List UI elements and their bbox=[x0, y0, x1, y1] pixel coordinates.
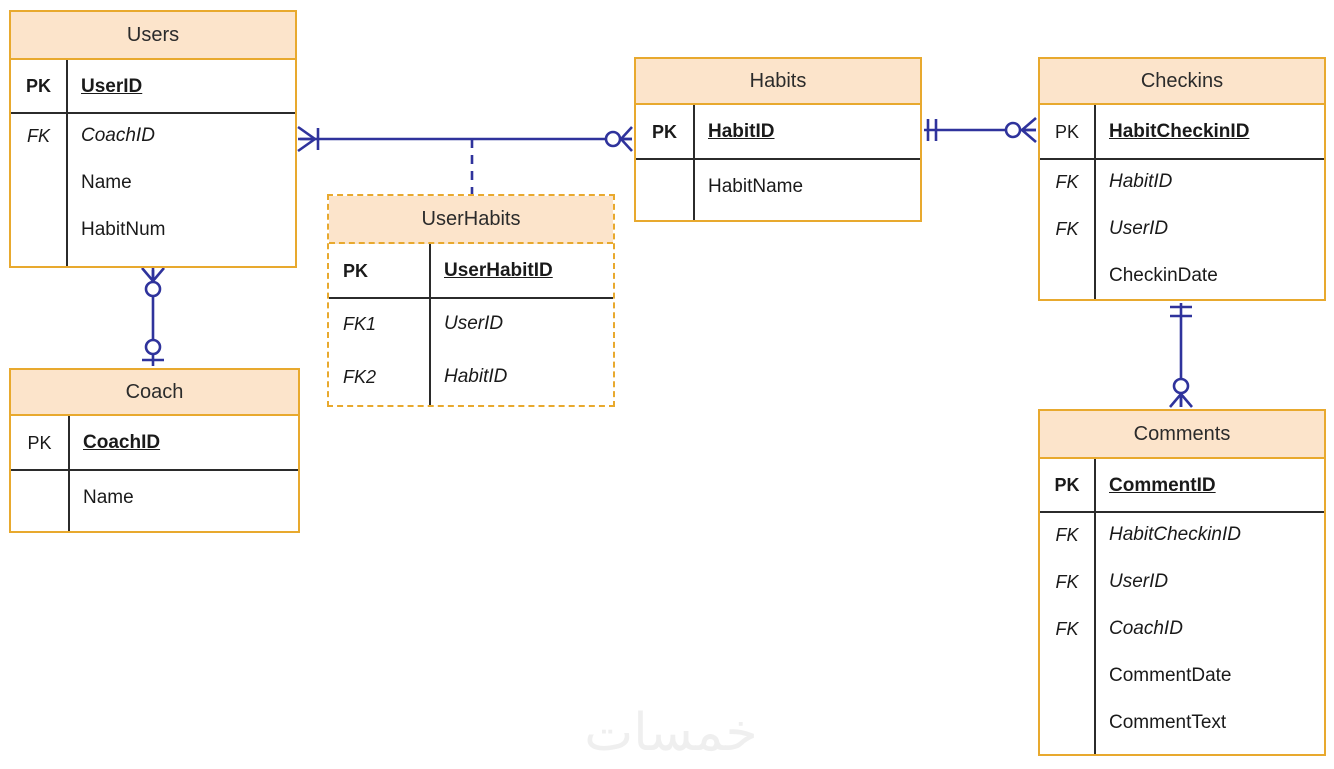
entity-users[interactable]: Users PK UserID FK CoachID Name HabitNum bbox=[9, 10, 297, 268]
key-separator bbox=[329, 297, 613, 299]
entity-userhabits[interactable]: UserHabits PK UserHabitID FK1 UserID FK2… bbox=[327, 194, 615, 407]
table-row[interactable]: HabitName bbox=[636, 158, 920, 214]
row-key: PK bbox=[1054, 121, 1079, 142]
table-row[interactable]: FK UserID bbox=[1040, 558, 1324, 605]
table-row[interactable]: FK UserID bbox=[1040, 205, 1324, 252]
row-attribute: HabitID bbox=[708, 121, 775, 142]
entity-title-checkins: Checkins bbox=[1040, 59, 1324, 105]
table-row[interactable]: PK HabitCheckinID bbox=[1040, 105, 1324, 158]
row-key: FK1 bbox=[343, 313, 377, 334]
row-key: PK bbox=[651, 121, 677, 142]
key-separator bbox=[11, 469, 298, 471]
cardinality-zero-or-one-coach bbox=[142, 338, 164, 362]
key-separator bbox=[1040, 158, 1324, 160]
key-separator bbox=[636, 158, 920, 160]
row-attribute: CoachID bbox=[83, 432, 161, 453]
entity-body-userhabits: PK UserHabitID FK1 UserID FK2 HabitID bbox=[329, 244, 613, 405]
table-row[interactable]: PK CommentID bbox=[1040, 459, 1324, 511]
row-attribute: HabitNum bbox=[81, 219, 166, 240]
relationship-habits-checkins bbox=[924, 117, 1037, 143]
row-attribute: CommentID bbox=[1109, 474, 1216, 496]
cardinality-zero-or-many-comments bbox=[1169, 377, 1193, 408]
entity-habits[interactable]: Habits PK HabitID HabitName bbox=[634, 57, 922, 222]
table-row[interactable]: PK UserID bbox=[11, 60, 295, 112]
row-attribute: CommentDate bbox=[1109, 665, 1232, 686]
key-separator bbox=[1040, 511, 1324, 513]
row-attribute: UserID bbox=[444, 313, 504, 334]
cardinality-zero-or-many-habits bbox=[604, 126, 633, 152]
entity-body-users: PK UserID FK CoachID Name HabitNum bbox=[11, 60, 295, 266]
table-row[interactable]: PK CoachID bbox=[11, 416, 298, 469]
row-key: FK bbox=[1055, 524, 1079, 545]
row-attribute: UserID bbox=[1109, 571, 1169, 592]
row-attribute: Name bbox=[83, 486, 134, 508]
cardinality-one-and-only-one-habits bbox=[926, 119, 938, 141]
row-attribute: HabitID bbox=[444, 366, 508, 387]
row-key: PK bbox=[343, 260, 369, 281]
row-attribute: UserID bbox=[81, 75, 143, 97]
entity-title-habits: Habits bbox=[636, 59, 920, 105]
cardinality-zero-or-many-users bbox=[141, 267, 165, 298]
row-attribute: HabitCheckinID bbox=[1109, 524, 1241, 545]
entity-body-coach: PK CoachID Name bbox=[11, 416, 298, 531]
row-attribute: HabitCheckinID bbox=[1109, 121, 1250, 142]
relationship-users-coach bbox=[141, 267, 165, 366]
row-key: PK bbox=[1054, 475, 1080, 495]
entity-body-comments: PK CommentID FK HabitCheckinID FK UserID… bbox=[1040, 459, 1324, 754]
table-row[interactable]: FK2 HabitID bbox=[329, 350, 613, 403]
entity-body-habits: PK HabitID HabitName bbox=[636, 105, 920, 220]
cardinality-zero-or-many-checkins bbox=[1004, 117, 1037, 143]
row-key: PK bbox=[25, 76, 51, 96]
table-row[interactable]: HabitNum bbox=[11, 206, 295, 253]
table-row[interactable]: FK HabitCheckinID bbox=[1040, 511, 1324, 558]
entity-title-userhabits: UserHabits bbox=[329, 196, 613, 244]
table-row[interactable]: FK CoachID bbox=[1040, 605, 1324, 652]
table-row[interactable]: Name bbox=[11, 469, 298, 525]
row-attribute: CoachID bbox=[1109, 618, 1183, 639]
table-row[interactable]: CommentDate bbox=[1040, 652, 1324, 699]
row-key: FK bbox=[1055, 618, 1079, 639]
row-key: FK bbox=[1055, 171, 1079, 192]
cardinality-one-and-only-one-checkins bbox=[1170, 305, 1192, 318]
row-attribute: CheckinDate bbox=[1109, 265, 1218, 286]
entity-title-comments: Comments bbox=[1040, 411, 1324, 459]
row-key: FK bbox=[1055, 218, 1079, 239]
row-key: FK bbox=[26, 125, 50, 146]
table-row[interactable]: CheckinDate bbox=[1040, 252, 1324, 299]
entity-coach[interactable]: Coach PK CoachID Name bbox=[9, 368, 300, 533]
table-row[interactable]: FK CoachID bbox=[11, 112, 295, 159]
table-row[interactable]: Name bbox=[11, 159, 295, 206]
entity-body-checkins: PK HabitCheckinID FK HabitID FK UserID C… bbox=[1040, 105, 1324, 299]
row-key: FK2 bbox=[343, 366, 377, 387]
table-row[interactable]: CommentText bbox=[1040, 699, 1324, 746]
table-row[interactable]: FK HabitID bbox=[1040, 158, 1324, 205]
relationship-users-habits bbox=[297, 125, 633, 196]
row-key: FK bbox=[1055, 571, 1079, 592]
cardinality-one-or-many-users bbox=[297, 125, 320, 153]
relationship-checkins-comments bbox=[1169, 303, 1193, 408]
entity-checkins[interactable]: Checkins PK HabitCheckinID FK HabitID FK… bbox=[1038, 57, 1326, 301]
table-row[interactable]: FK1 UserID bbox=[329, 297, 613, 350]
row-attribute: UserHabitID bbox=[444, 260, 553, 281]
row-key: PK bbox=[27, 432, 52, 453]
row-attribute: Name bbox=[81, 172, 132, 193]
entity-title-users: Users bbox=[11, 12, 295, 60]
row-attribute: HabitName bbox=[708, 175, 804, 197]
row-attribute: CoachID bbox=[81, 125, 155, 146]
table-row[interactable]: PK HabitID bbox=[636, 105, 920, 158]
row-attribute: UserID bbox=[1109, 218, 1169, 239]
row-attribute: CommentText bbox=[1109, 712, 1227, 733]
entity-comments[interactable]: Comments PK CommentID FK HabitCheckinID … bbox=[1038, 409, 1326, 756]
row-attribute: HabitID bbox=[1109, 171, 1173, 192]
watermark: خمسات bbox=[584, 704, 758, 762]
table-row[interactable]: PK UserHabitID bbox=[329, 244, 613, 297]
key-separator bbox=[11, 112, 295, 114]
entity-title-coach: Coach bbox=[11, 370, 298, 416]
